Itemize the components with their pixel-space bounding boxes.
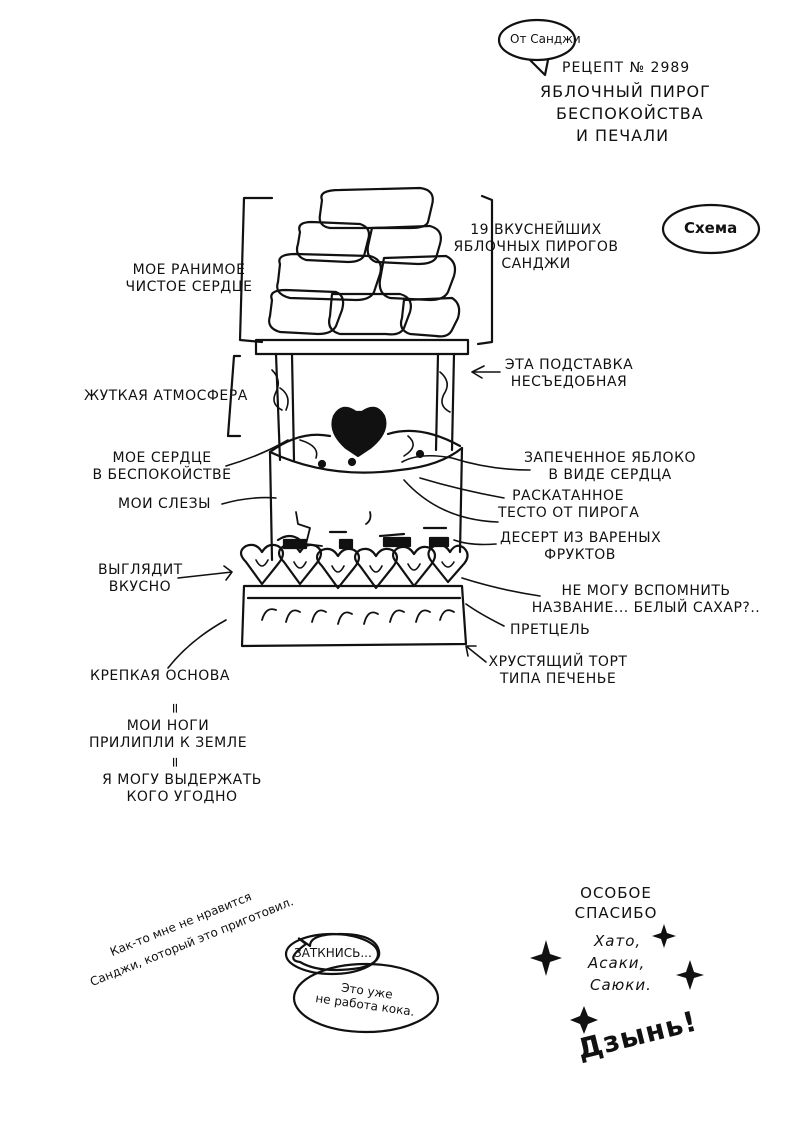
label-nineteen-pies-line-1: 19 ВКУСНЕЙШИХ [470, 222, 602, 238]
thanks-name-1: Хато, [594, 932, 642, 950]
label-pretzel: ПРЕТЦЕЛЬ [510, 622, 591, 638]
recipe-number: РЕЦЕПТ № 2989 [562, 60, 691, 76]
scheme-bubble-outline [661, 203, 761, 255]
from-bubble-outline [497, 18, 577, 62]
crispy-base [240, 584, 468, 648]
label-baked-apple-line-1: ЗАПЕЧЕННОЕ ЯБЛОКО [523, 450, 697, 466]
label-cant-remember-line-1: НЕ МОГУ ВСПОМНИТЬ [561, 583, 731, 599]
atmosphere-bracket [226, 354, 242, 438]
label-nineteen-pies-line-2: ЯБЛОЧНЫХ ПИРОГОВ [453, 239, 619, 255]
label-legs-stuck-line-1: МОИ НОГИ [126, 718, 210, 734]
right-bracket [476, 194, 494, 346]
label-withstand-line-2: КОГО УГОДНО [126, 789, 238, 805]
label-legs-stuck-line-2: ПРИЛИПЛИ К ЗЕМЛЕ [88, 735, 248, 751]
label-stand-inedible: ЭТА ПОДСТАВКА НЕСЪЕДОБНАЯ [504, 357, 634, 391]
thanks-name-2: Асаки, [588, 954, 646, 972]
label-fruit-dessert-line-2: ФРУКТОВ [544, 547, 616, 563]
label-fruit-dessert-line-1: ДЕСЕРТ ИЗ ВАРЕНЫХ [500, 530, 662, 546]
label-rolled-dough-line-2: ТЕСТО ОТ ПИРОГА [498, 505, 640, 521]
label-nineteen-pies: 19 ВКУСНЕЙШИХ ЯБЛОЧНЫХ ПИРОГОВ САНДЖИ [452, 222, 620, 273]
label-stand-inedible-line-1: ЭТА ПОДСТАВКА [504, 357, 634, 373]
cake-body [268, 429, 464, 562]
label-rolled-dough: РАСКАТАННОЕ ТЕСТО ОТ ПИРОГА [498, 488, 640, 522]
label-fruit-dessert: ДЕСЕРТ ИЗ ВАРЕНЫХ ФРУКТОВ [500, 530, 662, 564]
stacked-pies [268, 186, 461, 338]
label-withstand-line-1: Я МОГУ ВЫДЕРЖАТЬ [102, 772, 262, 788]
label-heart-worry-line-1: МОЕ СЕРДЦЕ [112, 450, 212, 466]
label-fragile-heart: МОЕ РАНИМОЕ ЧИСТОЕ СЕРДЦЕ [124, 262, 254, 296]
label-cant-remember-line-2: НАЗВАНИЕ... БЕЛЫЙ САХАР?.. [531, 600, 761, 616]
label-legs-stuck: МОИ НОГИ ПРИЛИПЛИ К ЗЕМЛЕ [88, 718, 248, 752]
label-fragile-heart-line-1: МОЕ РАНИМОЕ [132, 262, 246, 278]
label-heart-worry: МОЕ СЕРДЦЕ В БЕСПОКОЙСТВЕ [92, 450, 232, 484]
label-strong-base: КРЕПКАЯ ОСНОВА [90, 668, 230, 684]
recipe-title-line-3: И ПЕЧАЛИ [576, 126, 670, 145]
label-looks-tasty-line-2: ВКУСНО [108, 579, 172, 595]
label-looks-tasty: ВЫГЛЯДИТ ВКУСНО [98, 562, 182, 596]
label-cant-remember: НЕ МОГУ ВСПОМНИТЬ НАЗВАНИЕ... БЕЛЫЙ САХА… [520, 583, 772, 617]
recipe-title-line-1: ЯБЛОЧНЫЙ ПИРОГ [540, 82, 711, 101]
label-stand-inedible-line-2: НЕСЪЕДОБНАЯ [510, 374, 628, 390]
sparkle-icons [530, 924, 704, 1034]
label-fragile-heart-line-2: ЧИСТОЕ СЕРДЦЕ [125, 279, 253, 295]
thanks-name-3: Саюки. [590, 976, 652, 994]
thanks-title-line-1: ОСОБОЕ [580, 884, 652, 902]
label-heart-worry-line-2: В БЕСПОКОЙСТВЕ [92, 467, 232, 483]
shut-up-bubble [284, 932, 380, 976]
leader-lines [167, 365, 541, 669]
heart-apple [331, 406, 387, 458]
label-crispy-cake: ХРУСТЯЩИЙ ТОРТ ТИПА ПЕЧЕНЬЕ [488, 654, 628, 688]
label-baked-apple: ЗАПЕЧЕННОЕ ЯБЛОКО В ВИДЕ СЕРДЦА [520, 450, 700, 484]
left-bracket [238, 196, 274, 344]
label-baked-apple-line-2: В ВИДЕ СЕРДЦА [548, 467, 672, 483]
label-crispy-cake-line-1: ХРУСТЯЩИЙ ТОРТ [488, 654, 628, 670]
stand [254, 338, 470, 462]
equals-sign-1: = [166, 702, 183, 715]
label-creepy-atmosphere: ЖУТКАЯ АТМОСФЕРА [84, 388, 248, 404]
shut-up-text: ЗАТКНИСЬ... [294, 946, 372, 960]
label-rolled-dough-line-1: РАСКАТАННОЕ [512, 488, 624, 504]
from-sanji-bubble-text: От Санджи [510, 32, 581, 46]
label-nineteen-pies-line-3: САНДЖИ [501, 256, 571, 272]
label-withstand: Я МОГУ ВЫДЕРЖАТЬ КОГО УГОДНО [94, 772, 270, 806]
label-my-tears: МОИ СЛЕЗЫ [118, 496, 211, 512]
pretzel-hearts [239, 543, 469, 590]
label-crispy-cake-line-2: ТИПА ПЕЧЕНЬЕ [499, 671, 617, 687]
not-coke-bubble [292, 962, 440, 1034]
label-looks-tasty-line-1: ВЫГЛЯДИТ [98, 562, 183, 578]
recipe-title-line-2: БЕСПОКОЙСТВА [556, 104, 704, 123]
scheme-bubble-text: Схема [684, 219, 738, 237]
thanks-title-line-2: СПАСИБО [574, 904, 658, 922]
equals-sign-2: = [166, 756, 183, 769]
from-bubble-tail [528, 58, 550, 77]
